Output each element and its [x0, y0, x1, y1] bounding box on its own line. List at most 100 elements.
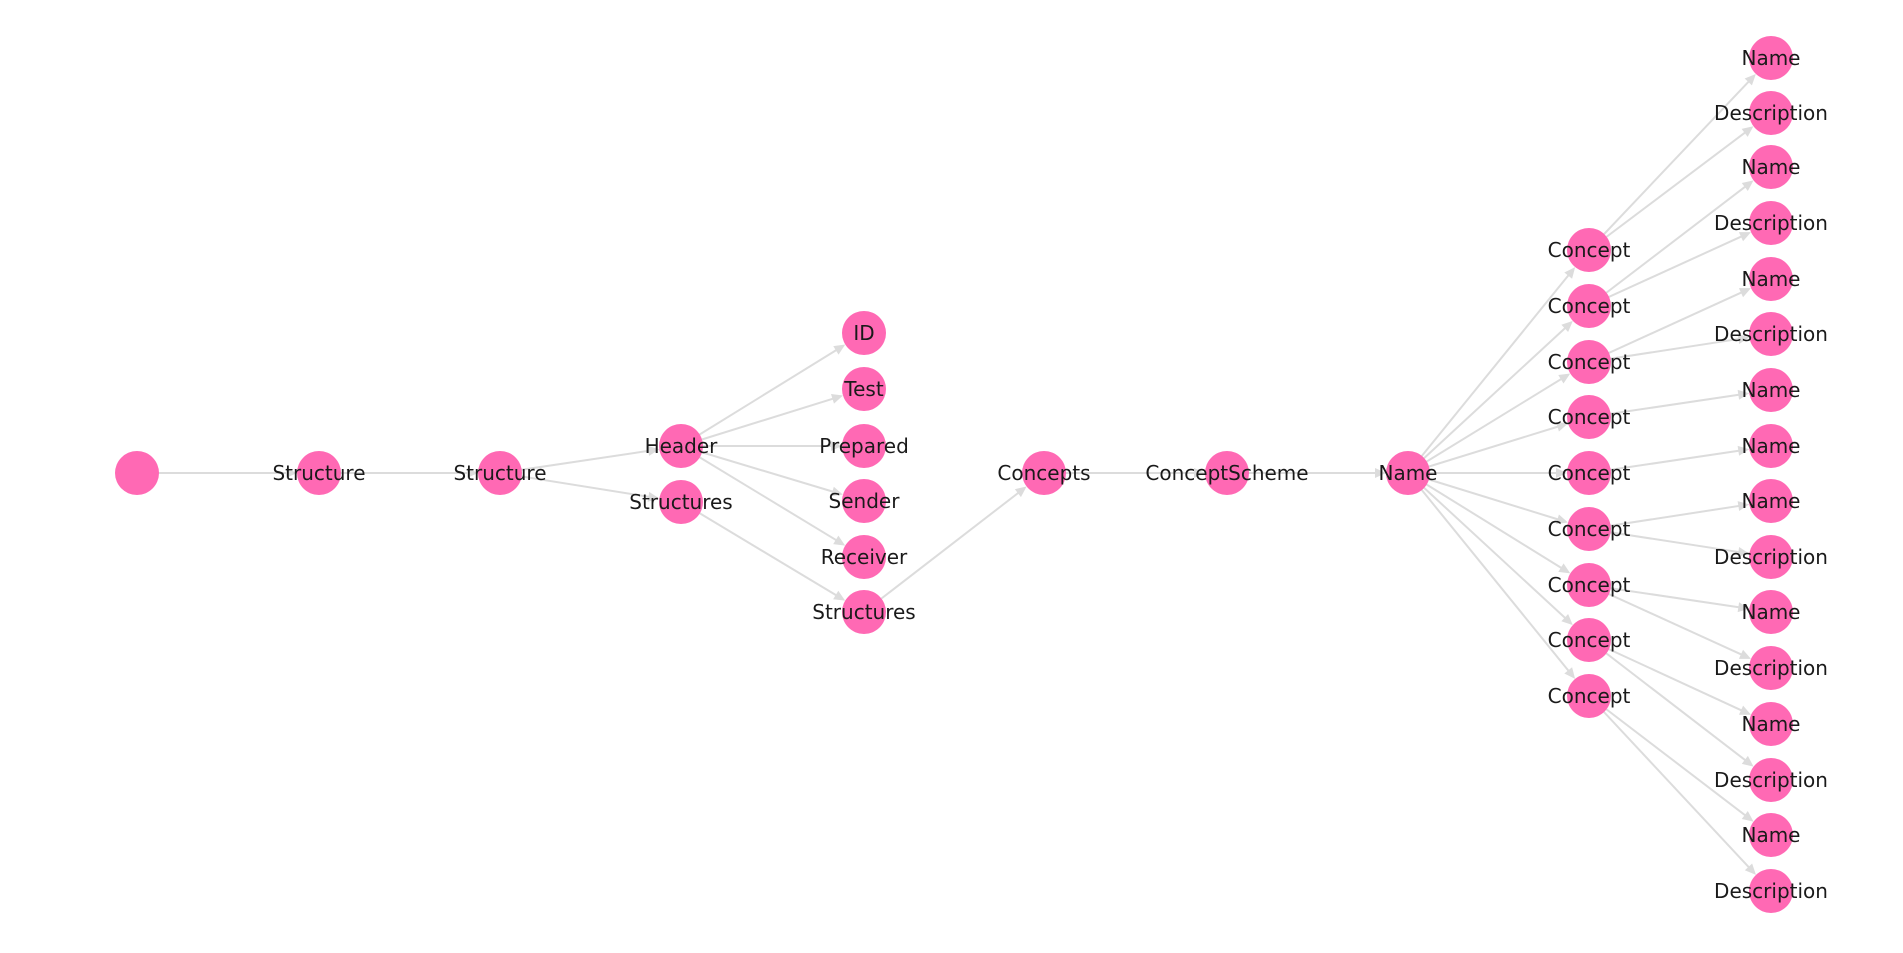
graph-node[interactable]: Receiver — [821, 535, 908, 579]
graph-node[interactable]: Concept — [1548, 395, 1631, 439]
arrow-head-icon — [833, 344, 846, 355]
node-circle[interactable] — [115, 451, 159, 495]
graph-node[interactable]: Prepared — [819, 424, 909, 468]
node-circle[interactable] — [1386, 451, 1430, 495]
node-circle[interactable] — [1567, 507, 1611, 551]
node-circle[interactable] — [297, 451, 341, 495]
edge — [1588, 695, 1754, 822]
graph-node[interactable]: Name — [1741, 813, 1801, 857]
node-circle[interactable] — [1749, 36, 1793, 80]
graph-node[interactable]: Name — [1741, 145, 1801, 189]
node-circle[interactable] — [1749, 368, 1793, 412]
graph-node[interactable]: Test — [842, 367, 886, 411]
edge — [1588, 288, 1751, 363]
node-circle[interactable] — [1749, 91, 1793, 135]
arrow-head-icon — [1741, 180, 1754, 192]
graph-node[interactable]: Concept — [1548, 563, 1631, 607]
graph-node[interactable]: Concept — [1548, 507, 1631, 551]
node-circle[interactable] — [1022, 451, 1066, 495]
graph-node[interactable]: Description — [1714, 869, 1828, 913]
node-circle[interactable] — [1567, 618, 1611, 662]
node-circle[interactable] — [1749, 479, 1793, 523]
node-label: Name — [1741, 712, 1800, 736]
node-circle[interactable] — [659, 480, 703, 524]
node-circle[interactable] — [1567, 284, 1611, 328]
graph-node[interactable]: Name — [1741, 702, 1801, 746]
node-label: ConceptScheme — [1145, 461, 1308, 485]
edge — [1588, 180, 1754, 307]
node-circle[interactable] — [1567, 674, 1611, 718]
graph-node[interactable]: ID — [842, 311, 886, 355]
graph-node[interactable]: Concept — [1548, 340, 1631, 384]
node-circle[interactable] — [1749, 758, 1793, 802]
edge-line — [1588, 184, 1748, 307]
node-circle[interactable] — [1749, 535, 1793, 579]
graph-node[interactable]: Name — [1741, 368, 1801, 412]
graph-node[interactable]: Name — [1741, 479, 1801, 523]
graph-node[interactable]: ConceptScheme — [1145, 451, 1309, 495]
node-circle[interactable] — [1749, 312, 1793, 356]
edge-line — [1588, 639, 1748, 763]
node-circle[interactable] — [842, 367, 886, 411]
node-circle[interactable] — [1749, 869, 1793, 913]
arrow-head-icon — [647, 491, 660, 502]
graph-node[interactable]: Name — [1741, 424, 1801, 468]
graph-node[interactable]: Structure — [272, 451, 366, 495]
graph-node[interactable]: Description — [1714, 535, 1828, 579]
graph-node[interactable]: Description — [1714, 201, 1828, 245]
node-circle[interactable] — [1567, 451, 1611, 495]
edge — [1588, 584, 1750, 613]
arrow-head-icon — [1556, 468, 1567, 478]
edge — [680, 394, 843, 447]
node-label: Concept — [1548, 350, 1631, 374]
graph-node[interactable]: Concept — [1548, 228, 1631, 272]
graph-node[interactable]: Structure — [453, 451, 547, 495]
graph-node[interactable]: Structures — [629, 480, 733, 524]
node-circle[interactable] — [1749, 257, 1793, 301]
edge — [1588, 126, 1754, 251]
graph-node[interactable]: Name — [1741, 590, 1801, 634]
graph-node[interactable]: Concept — [1548, 618, 1631, 662]
edge — [1407, 472, 1568, 525]
graph-node[interactable]: Name — [1378, 451, 1438, 495]
graph-node[interactable]: Header — [645, 424, 719, 468]
node-circle[interactable] — [842, 424, 886, 468]
graph-node[interactable]: Description — [1714, 312, 1828, 356]
graph-node[interactable]: Description — [1714, 646, 1828, 690]
edge — [1588, 584, 1751, 659]
graph-node[interactable]: Description — [1714, 758, 1828, 802]
node-circle[interactable] — [1749, 590, 1793, 634]
graph-node[interactable]: Name — [1741, 257, 1801, 301]
node-circle[interactable] — [842, 479, 886, 523]
node-circle[interactable] — [1749, 702, 1793, 746]
node-circle[interactable] — [1749, 813, 1793, 857]
graph-node[interactable]: Concepts — [997, 451, 1091, 495]
graph-node[interactable]: Name — [1741, 36, 1801, 80]
node-circle[interactable] — [1749, 145, 1793, 189]
node-circle[interactable] — [1567, 563, 1611, 607]
node-circle[interactable] — [659, 424, 703, 468]
graph-node[interactable]: Concept — [1548, 674, 1631, 718]
node-circle[interactable] — [842, 311, 886, 355]
node-circle[interactable] — [478, 451, 522, 495]
node-label: Concept — [1548, 684, 1631, 708]
node-circle[interactable] — [1567, 340, 1611, 384]
node-circle[interactable] — [1567, 228, 1611, 272]
graph-node[interactable]: Description — [1714, 91, 1828, 135]
node-circle[interactable] — [842, 590, 886, 634]
graph-node[interactable]: Concept — [1548, 451, 1631, 495]
graph-node[interactable]: Structures — [812, 590, 916, 634]
node-circle[interactable] — [1749, 424, 1793, 468]
graph-node[interactable]: Concept — [1548, 284, 1631, 328]
node-circle[interactable] — [1567, 395, 1611, 439]
graph-node[interactable]: Sender — [829, 479, 901, 523]
node-circle[interactable] — [842, 535, 886, 579]
node-circle[interactable] — [1749, 201, 1793, 245]
node-circle[interactable] — [1749, 646, 1793, 690]
edge — [1407, 472, 1576, 679]
node-circle[interactable] — [1205, 451, 1249, 495]
node-label: ID — [853, 321, 874, 345]
graph-node[interactable] — [115, 451, 159, 495]
node-label: Concept — [1548, 294, 1631, 318]
edge — [137, 468, 297, 478]
